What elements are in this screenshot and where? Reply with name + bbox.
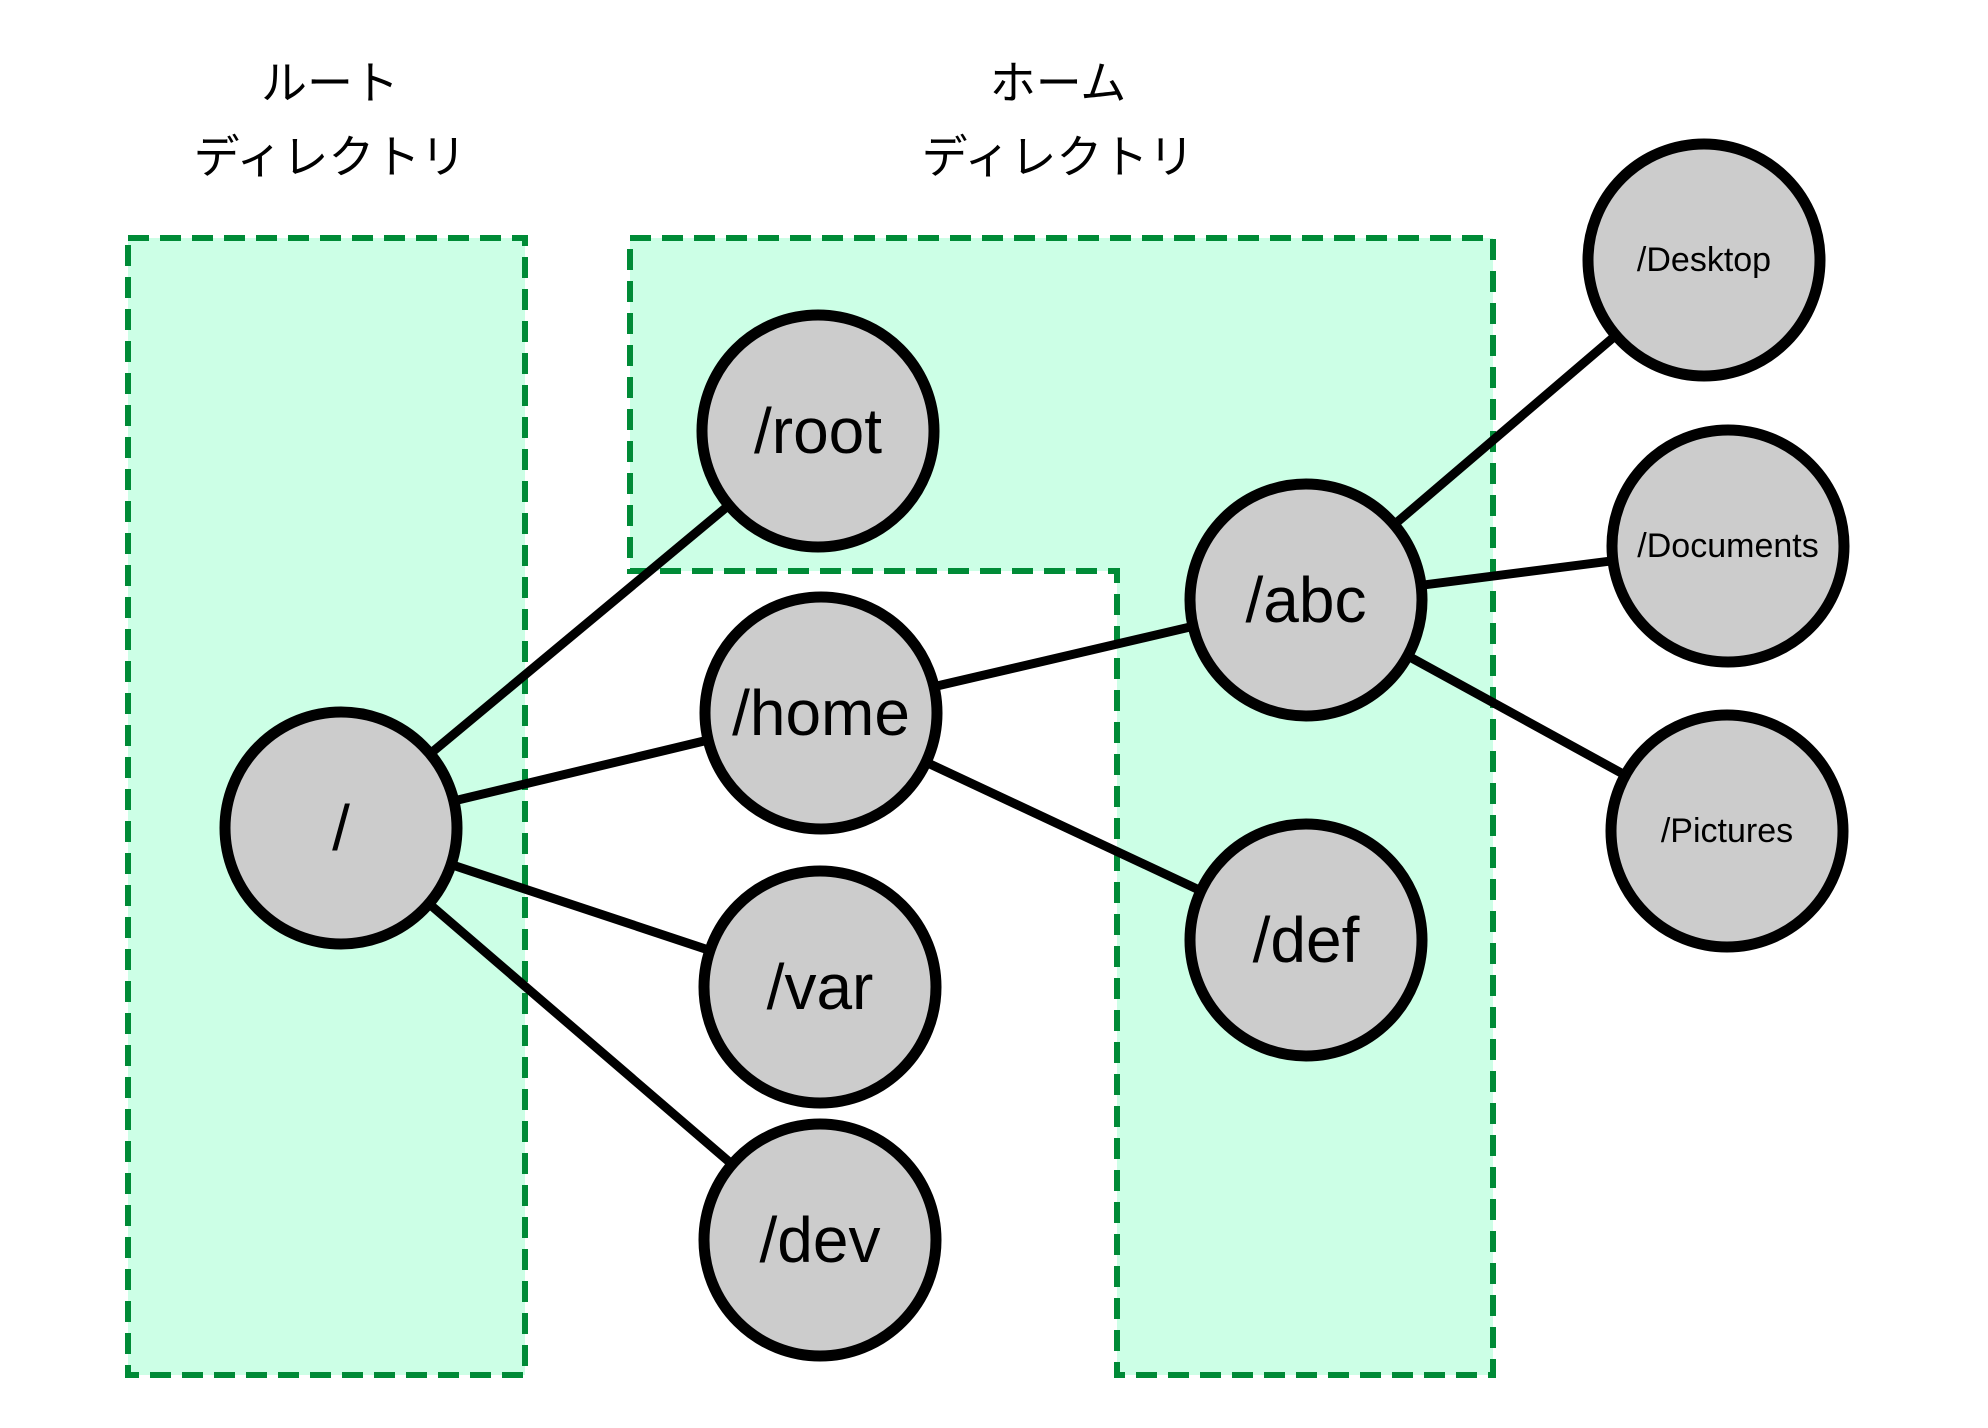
node-desktop: /Desktop bbox=[1582, 138, 1826, 382]
root-directory-title-line2: ディレクトリ bbox=[194, 131, 467, 183]
node-documents-label: /Documents bbox=[1637, 527, 1818, 565]
node-pictures-label: /Pictures bbox=[1661, 812, 1793, 850]
node-abc: /abc bbox=[1184, 478, 1428, 722]
node-def-circle bbox=[1184, 818, 1428, 1062]
home-directory-title-line1: ホーム bbox=[990, 57, 1127, 109]
node-documents: /Documents bbox=[1606, 424, 1850, 668]
node-documents-circle bbox=[1606, 424, 1850, 668]
node-abc-label: /abc bbox=[1246, 564, 1367, 636]
node-pictures: /Pictures bbox=[1605, 709, 1849, 953]
node-home: /home bbox=[699, 591, 943, 835]
node-root-label: /root bbox=[754, 395, 882, 467]
node-var-circle bbox=[698, 865, 942, 1109]
node-dev-label: /dev bbox=[760, 1204, 881, 1276]
node-slash-label: / bbox=[332, 792, 350, 864]
node-home-label: /home bbox=[732, 677, 910, 749]
node-desktop-label: /Desktop bbox=[1637, 241, 1771, 279]
node-dev: /dev bbox=[698, 1118, 942, 1362]
node-slash-circle bbox=[219, 706, 463, 950]
node-home-circle bbox=[699, 591, 943, 835]
node-var: /var bbox=[698, 865, 942, 1109]
node-root-circle bbox=[696, 309, 940, 553]
node-def: /def bbox=[1184, 818, 1428, 1062]
node-def-label: /def bbox=[1253, 904, 1360, 976]
node-slash: / bbox=[219, 706, 463, 950]
root-directory-title-line1: ルート bbox=[261, 57, 399, 109]
node-abc-circle bbox=[1184, 478, 1428, 722]
node-dev-circle bbox=[698, 1118, 942, 1362]
node-pictures-circle bbox=[1605, 709, 1849, 953]
node-desktop-circle bbox=[1582, 138, 1826, 382]
node-root: /root bbox=[696, 309, 940, 553]
node-var-label: /var bbox=[767, 951, 874, 1023]
home-directory-title-line2: ディレクトリ bbox=[922, 131, 1195, 183]
